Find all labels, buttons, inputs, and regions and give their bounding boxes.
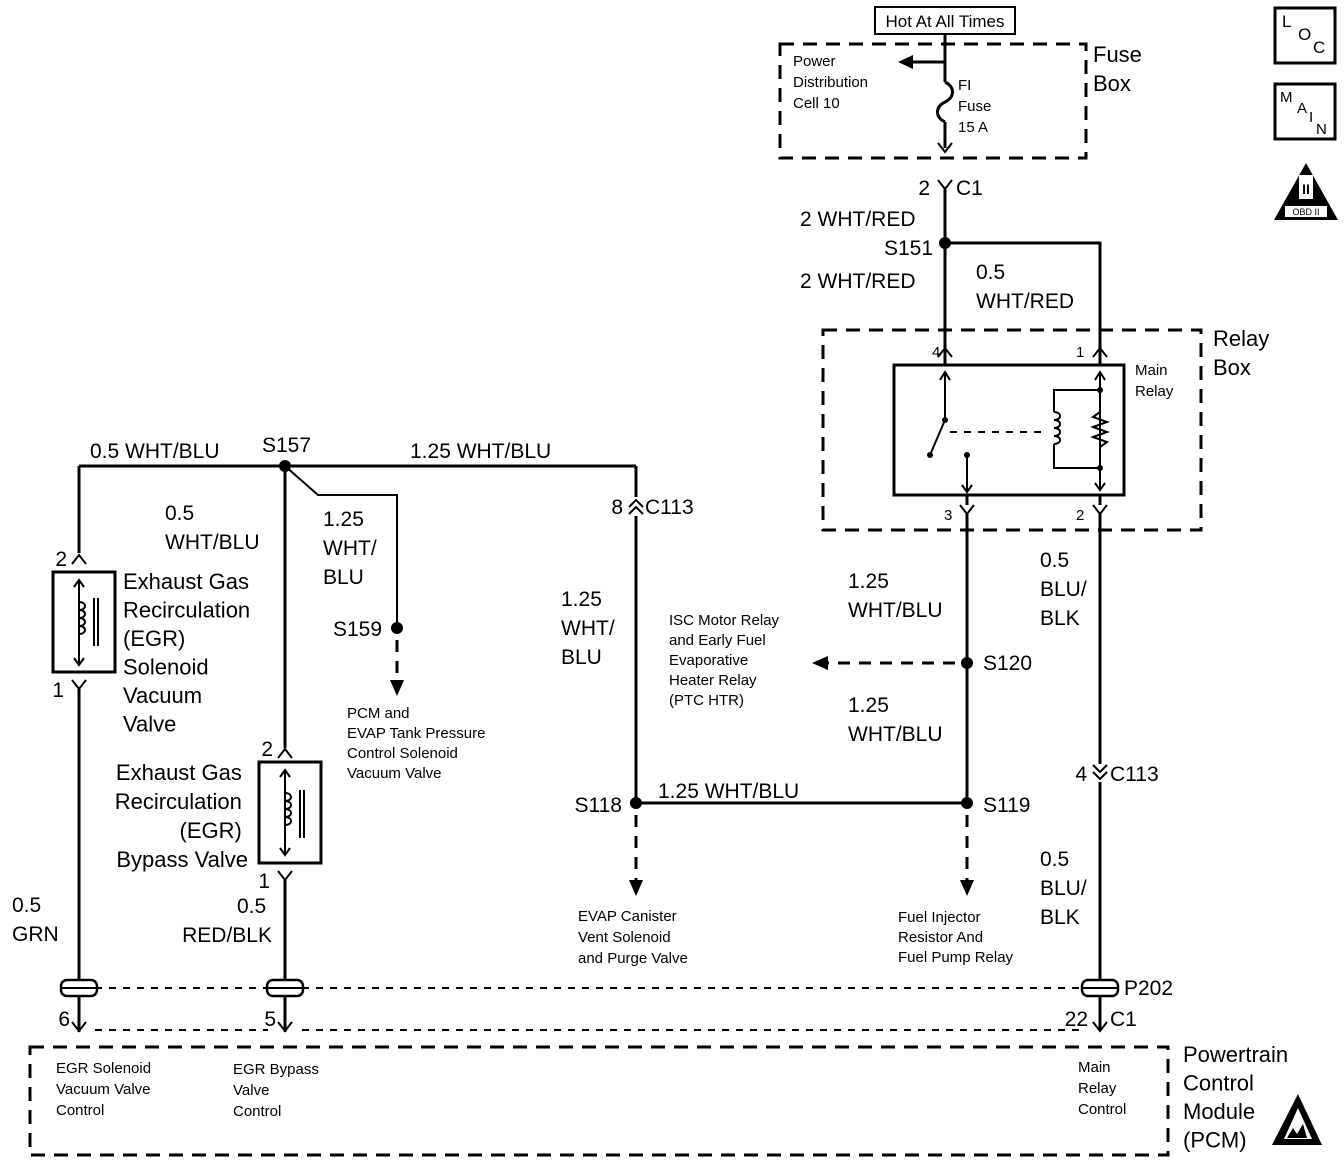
- main-icon[interactable]: M A I N: [1273, 82, 1337, 141]
- svg-text:C: C: [1313, 38, 1325, 57]
- resistor-icon: [1090, 411, 1110, 448]
- relay-switch-icon: [929, 419, 946, 456]
- egr-solenoid-label: Exhaust Gas Recirculation (EGR) Solenoid…: [123, 569, 256, 737]
- main-relay: [892, 363, 1126, 497]
- svg-text:L: L: [1282, 12, 1291, 31]
- svg-text:C113: C113: [645, 496, 694, 519]
- egr-byp-control-label: EGR Bypass Valve Control: [233, 1061, 323, 1120]
- solenoid-coil-icon: [284, 792, 292, 826]
- connector-c1-bottom: 6 5 22 C1: [58, 1008, 1137, 1033]
- arrow-down-icon: [960, 880, 974, 896]
- svg-text:N: N: [1316, 121, 1327, 138]
- svg-text:1: 1: [258, 870, 270, 893]
- connector-c113-left: 8 C113: [611, 496, 693, 519]
- wire-2-wht-red-a: 2 WHT/RED: [800, 208, 916, 231]
- egr-bypass-valve: [257, 760, 323, 865]
- wire-egr-sol: 0.5 GRN: [12, 894, 59, 946]
- loc-icon[interactable]: L O C: [1273, 6, 1337, 65]
- wire-2-wht-red-b: 2 WHT/RED: [800, 270, 916, 293]
- fuse-icon: [936, 80, 954, 124]
- fuel-injector-label: Fuel Injector Resistor And Fuel Pump Rel…: [898, 909, 1014, 966]
- arrow-left-icon: [898, 55, 913, 69]
- connector-p202: P202: [59, 977, 1173, 1000]
- svg-text:C113: C113: [1110, 763, 1159, 786]
- wire-s159: 1.25 WHT/ BLU: [323, 508, 383, 589]
- relay-coil-icon: [1053, 411, 1061, 445]
- splice-s157-label: S157: [262, 434, 311, 457]
- svg-text:O: O: [1298, 25, 1311, 44]
- solenoid-coil-icon: [78, 601, 86, 635]
- svg-text:I: I: [1309, 109, 1313, 126]
- splice-s119-label: S119: [983, 794, 1031, 817]
- wire-egr-byp: 0.5 RED/BLK: [182, 895, 272, 947]
- svg-text:M: M: [1280, 89, 1293, 106]
- connector-c113-right: 4 C113: [1075, 763, 1158, 786]
- wire-s157-left: 0.5 WHT/BLU: [90, 440, 220, 463]
- wire-s157-down: 0.5 WHT/BLU: [165, 502, 260, 554]
- pcm-title: Powertrain Control Module (PCM): [1183, 1042, 1294, 1153]
- main-relay-label: Main Relay: [1135, 362, 1174, 400]
- isc-relay-label: ISC Motor Relay and Early Fuel Evaporati…: [669, 612, 783, 709]
- svg-text:1: 1: [1076, 344, 1084, 361]
- svg-text:2: 2: [1076, 507, 1084, 524]
- wire-relay-pin2-a: 0.5 BLU/ BLK: [1040, 549, 1093, 630]
- svg-text:2: 2: [55, 548, 67, 571]
- arrow-down-icon: [390, 680, 404, 696]
- pcm-box: EGR Solenoid Vacuum Valve Control EGR By…: [28, 1042, 1294, 1157]
- wire-c113-down: 1.25 WHT/ BLU: [561, 588, 621, 669]
- splice-s118-label: S118: [575, 794, 623, 817]
- wire-s118-s119: 1.25 WHT/BLU: [658, 780, 799, 803]
- splice-s159-label: S159: [333, 618, 382, 641]
- splice-s151-label: S151: [884, 237, 933, 260]
- svg-text:4: 4: [932, 344, 940, 361]
- svg-text:2: 2: [918, 177, 930, 200]
- splice-s120-label: S120: [983, 652, 1032, 675]
- fuse-box-title: Fuse Box: [1093, 42, 1148, 96]
- relay-box: Relay Box Main Relay 4 1 3 2: [821, 326, 1275, 532]
- splice-s159: [391, 622, 403, 634]
- svg-text:6: 6: [58, 1008, 70, 1031]
- svg-text:A: A: [1297, 100, 1307, 117]
- svg-text:OBD II: OBD II: [1292, 207, 1319, 217]
- svg-text:4: 4: [1075, 763, 1087, 786]
- esd-warning-icon: [1272, 1094, 1322, 1145]
- svg-text:II: II: [1302, 181, 1310, 197]
- arrow-down-icon: [629, 880, 643, 896]
- svg-text:3: 3: [944, 507, 952, 524]
- pcm-evap-label: PCM and EVAP Tank Pressure Control Solen…: [347, 705, 490, 782]
- svg-text:5: 5: [264, 1008, 276, 1031]
- svg-text:22: 22: [1065, 1008, 1088, 1031]
- egr-solenoid-valve: [51, 570, 117, 674]
- relay-box-title: Relay Box: [1213, 326, 1275, 380]
- svg-text:2: 2: [261, 738, 273, 761]
- power-distribution-label: Power Distribution Cell 10: [793, 53, 872, 112]
- svg-text:C1: C1: [1110, 1008, 1137, 1031]
- svg-text:1: 1: [52, 679, 64, 702]
- egr-sol-control-label: EGR Solenoid Vacuum Valve Control: [56, 1060, 155, 1119]
- wire-s157-right: 1.25 WHT/BLU: [410, 440, 551, 463]
- wire-relay-pin2-b: 0.5 BLU/ BLK: [1040, 848, 1093, 929]
- arrow-left-icon: [812, 656, 828, 670]
- egr-bypass-label: Exhaust Gas Recirculation (EGR) Bypass V…: [115, 760, 248, 872]
- svg-text:C1: C1: [956, 177, 983, 200]
- connector-c1-top: 2 C1: [918, 177, 983, 200]
- fuse-box: Fuse Box Power Distribution Cell 10 FI F…: [778, 42, 1148, 160]
- obd-ii-icon[interactable]: II OBD II: [1274, 163, 1338, 220]
- wire-relay-out-b: 1.25 WHT/BLU: [848, 694, 943, 746]
- main-relay-control-label: Main Relay Control: [1078, 1059, 1126, 1118]
- hot-at-all-times-box: Hot At All Times: [874, 6, 1016, 35]
- svg-text:8: 8: [611, 496, 623, 519]
- wire-relay-feed: 0.5 WHT/RED: [976, 261, 1074, 313]
- hot-at-all-times-label: Hot At All Times: [885, 12, 1004, 31]
- svg-text:P202: P202: [1124, 977, 1173, 1000]
- evap-canister-label: EVAP Canister Vent Solenoid and Purge Va…: [578, 908, 688, 967]
- fuse-label: FI Fuse 15 A: [958, 77, 996, 136]
- wire-relay-out-a: 1.25 WHT/BLU: [848, 570, 943, 622]
- splice-s120: [961, 657, 973, 669]
